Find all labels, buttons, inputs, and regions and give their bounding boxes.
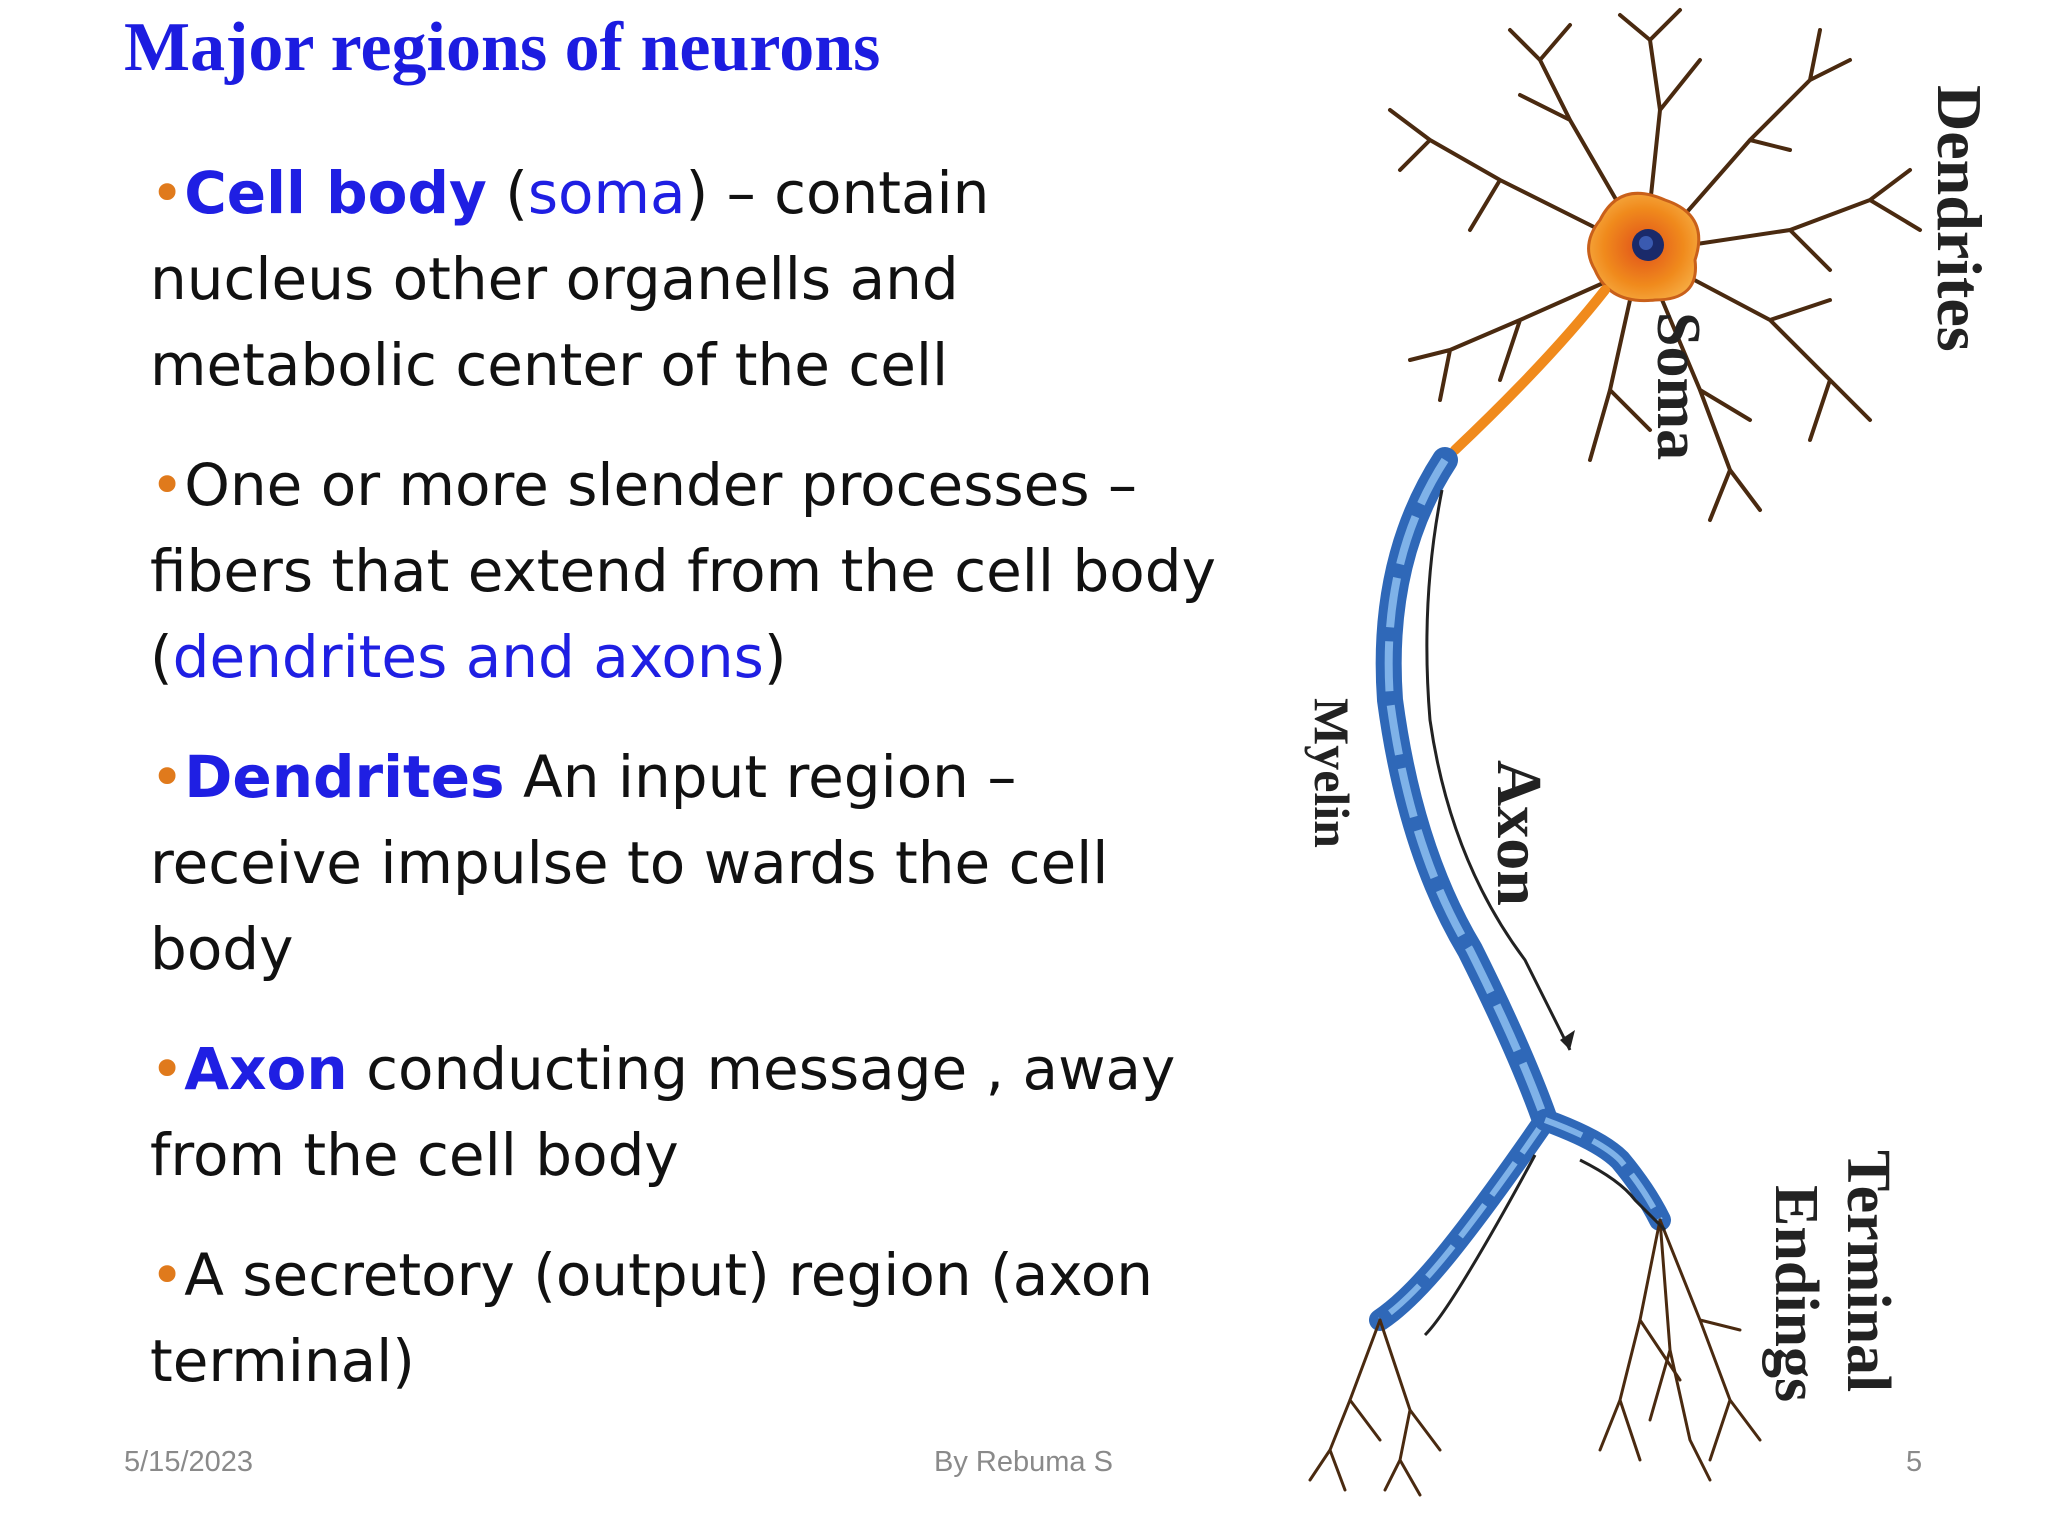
term: Axon xyxy=(184,1035,348,1103)
bullet-icon: • xyxy=(150,451,185,519)
text: conducting message , away from the cell … xyxy=(150,1035,1176,1189)
footer-date: 5/15/2023 xyxy=(124,1446,254,1478)
paren-term: dendrites and axons xyxy=(172,623,764,691)
bullet-dendrites: •Dendrites An input region – receive imp… xyxy=(150,734,1230,992)
text: One or more slender processes – fibers t… xyxy=(150,451,1216,691)
bullet-axon: •Axon conducting message , away from the… xyxy=(150,1026,1230,1198)
text: A secretory (output) region (axon termin… xyxy=(150,1241,1154,1395)
text: ) xyxy=(685,159,709,227)
text: ( xyxy=(486,159,528,227)
slide-title: Major regions of neurons xyxy=(124,9,881,86)
bullet-list: •Cell body (soma) – contain nucleus othe… xyxy=(150,150,1230,1438)
bullet-secretory: •A secretory (output) region (axon termi… xyxy=(150,1232,1230,1404)
text: ) xyxy=(763,623,787,691)
dendrite-branches xyxy=(1388,8,1922,522)
label-soma: Soma xyxy=(1644,312,1712,460)
label-terminal: Terminal xyxy=(1834,1150,1902,1392)
neuron-diagram: Dendrites Soma Myelin Axon Terminal Endi… xyxy=(1270,0,2048,1536)
term: Dendrites xyxy=(184,743,505,811)
footer-author: By Rebuma S xyxy=(934,1446,1113,1478)
paren-term: soma xyxy=(527,159,686,227)
bullet-icon: • xyxy=(150,1241,185,1309)
text: – contain nucleus other organells and me… xyxy=(150,159,990,399)
footer-page-number: 5 xyxy=(1906,1446,1923,1478)
label-myelin: Myelin xyxy=(1304,698,1360,848)
text: An input region – receive impulse to war… xyxy=(150,743,1109,983)
bullet-icon: • xyxy=(150,1035,185,1103)
bullet-icon: • xyxy=(150,743,185,811)
term: Cell body xyxy=(184,159,487,227)
terminal-endings xyxy=(1308,1218,1762,1497)
bullet-icon: • xyxy=(150,159,185,227)
label-dendrites: Dendrites xyxy=(1924,85,1995,352)
bullet-cell-body: •Cell body (soma) – contain nucleus othe… xyxy=(150,150,1230,408)
label-axon: Axon xyxy=(1484,760,1555,906)
label-endings: Endings xyxy=(1762,1185,1830,1402)
bullet-processes: •One or more slender processes – fibers … xyxy=(150,442,1230,700)
